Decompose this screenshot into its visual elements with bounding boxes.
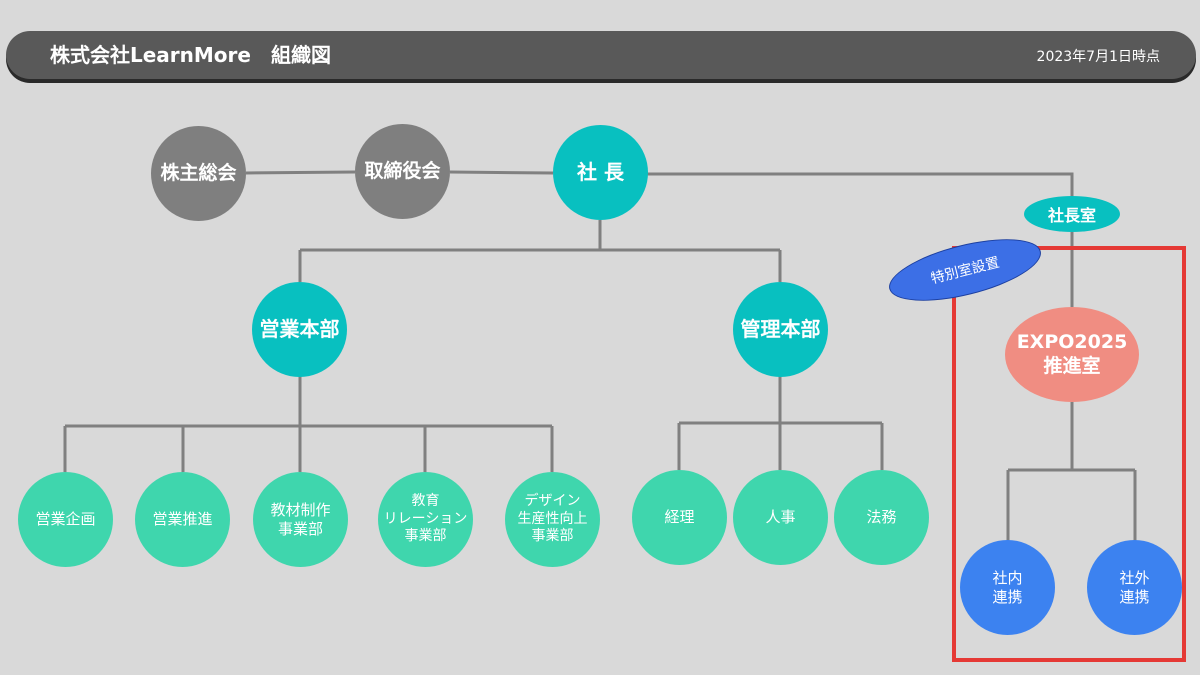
node-design-productivity: デザイン 生産性向上 事業部 — [505, 472, 600, 567]
node-internal-liaison: 社内 連携 — [960, 540, 1055, 635]
header-bar: 株式会社LearnMore 組織図 2023年7月1日時点 — [6, 31, 1196, 79]
node-president: 社 長 — [553, 125, 648, 220]
node-sales-promotion: 営業推進 — [135, 472, 230, 567]
node-legal: 法務 — [834, 470, 929, 565]
node-shareholders-meeting: 株主総会 — [151, 126, 246, 221]
node-sales-division: 営業本部 — [252, 282, 347, 377]
node-admin-division: 管理本部 — [733, 282, 828, 377]
node-material-production: 教材制作 事業部 — [253, 472, 348, 567]
node-president-office: 社長室 — [1024, 196, 1120, 232]
node-education-relations: 教育 リレーション 事業部 — [378, 472, 473, 567]
expo-highlight-box — [952, 246, 1186, 662]
node-external-liaison: 社外 連携 — [1087, 540, 1182, 635]
node-board-of-directors: 取締役会 — [355, 124, 450, 219]
connector-board-president — [449, 170, 554, 175]
connector-shareholders-board — [245, 170, 356, 175]
page-title: 株式会社LearnMore 組織図 — [50, 43, 331, 67]
node-accounting: 経理 — [632, 470, 727, 565]
node-sales-planning: 営業企画 — [18, 472, 113, 567]
as-of-date: 2023年7月1日時点 — [1036, 49, 1160, 65]
node-hr: 人事 — [733, 470, 828, 565]
connector-president-office — [647, 172, 1074, 200]
node-expo2025-office: EXPO2025 推進室 — [1005, 307, 1139, 402]
